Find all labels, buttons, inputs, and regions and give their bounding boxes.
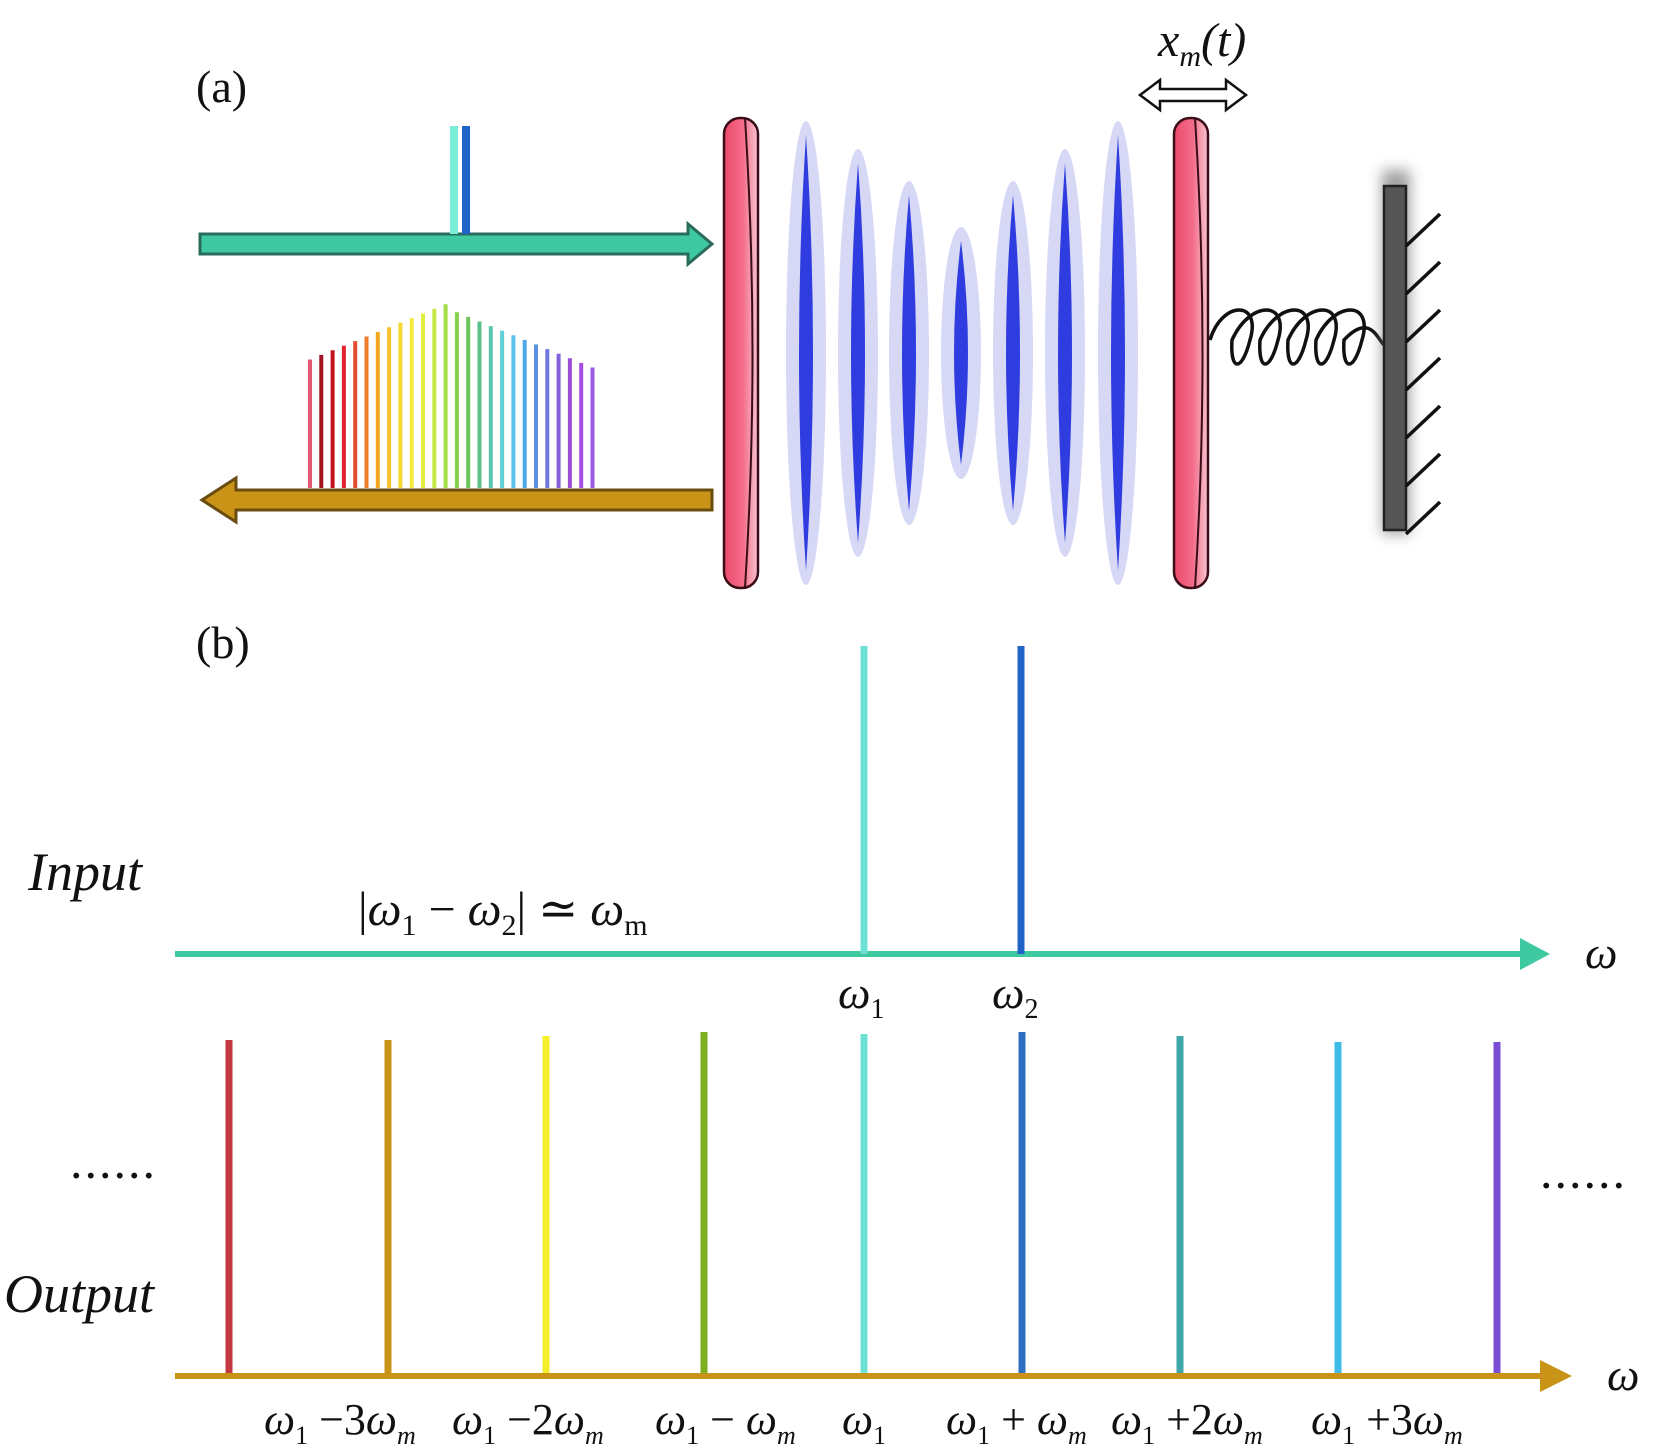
input-tick-omega2: ω2: [992, 967, 1038, 1025]
input-beam-arrow: [198, 220, 715, 268]
wall-hatch-mark: [1404, 308, 1442, 344]
field-lobe: [851, 163, 865, 543]
wall-hatch-mark: [1404, 212, 1442, 248]
input-title: Input: [27, 842, 144, 902]
displacement-double-arrow: [1137, 77, 1249, 113]
output-tick-label: ω1: [842, 1395, 886, 1448]
panel-b-label: (b): [196, 617, 250, 668]
displacement-label: xm(t): [1157, 14, 1246, 73]
output-axis-symbol: ω: [1607, 1349, 1639, 1400]
wall-hatch-mark: [1404, 500, 1442, 536]
output-ellipsis-left: ......: [70, 1133, 157, 1189]
output-axis-arrowhead: [1540, 1360, 1572, 1392]
output-tick-label: ω1 −3ωm: [264, 1395, 416, 1448]
input-axis-symbol: ω: [1585, 927, 1617, 978]
input-tick-omega1: ω1: [838, 967, 884, 1025]
input-mirror: [722, 116, 760, 590]
input-tone-2-mark: [462, 126, 470, 234]
output-tick-label: ω1 + ωm: [946, 1395, 1087, 1448]
output-spectral-lines: [225, 1032, 1501, 1376]
field-lobe: [902, 195, 916, 511]
field-lobe: [799, 135, 813, 571]
output-tick-label: ω1 −2ωm: [452, 1395, 604, 1448]
intracavity-field-lobes: [786, 121, 1138, 585]
output-tick-label: ω1 − ωm: [655, 1395, 796, 1448]
input-axis-arrowhead: [1520, 938, 1550, 970]
input-tone-1-mark: [450, 126, 458, 234]
movable-mirror: [1172, 116, 1210, 590]
field-lobe: [1111, 135, 1125, 571]
wall-hatch-mark: [1404, 404, 1442, 440]
output-tick-label: ω1 +2ωm: [1111, 1395, 1263, 1448]
field-lobe: [1006, 195, 1020, 511]
wall-hatch-mark: [1404, 356, 1442, 392]
fixed-wall: [1382, 170, 1442, 536]
output-tick-label: ω1 +3ωm: [1311, 1395, 1463, 1448]
field-lobe: [1058, 163, 1072, 543]
panel-a-label: (a): [196, 61, 247, 112]
field-lobe: [954, 241, 968, 465]
output-title: Output: [4, 1264, 156, 1324]
spring: [1208, 308, 1386, 366]
wall-hatch-mark: [1404, 260, 1442, 296]
detuning-condition: |ω1 − ω2| ≃ ωm: [358, 883, 648, 942]
output-comb-lines: [308, 304, 595, 488]
wall-hatch-mark: [1404, 452, 1442, 488]
output-beam-arrow: [199, 475, 714, 525]
output-ellipsis-right: ......: [1540, 1143, 1627, 1199]
output-tick-labels: ω1 −3ωm ω1 −2ωm ω1 − ωm ω1 ω1 + ωm ω1 +2ωm ω1 …: [264, 1395, 1463, 1448]
